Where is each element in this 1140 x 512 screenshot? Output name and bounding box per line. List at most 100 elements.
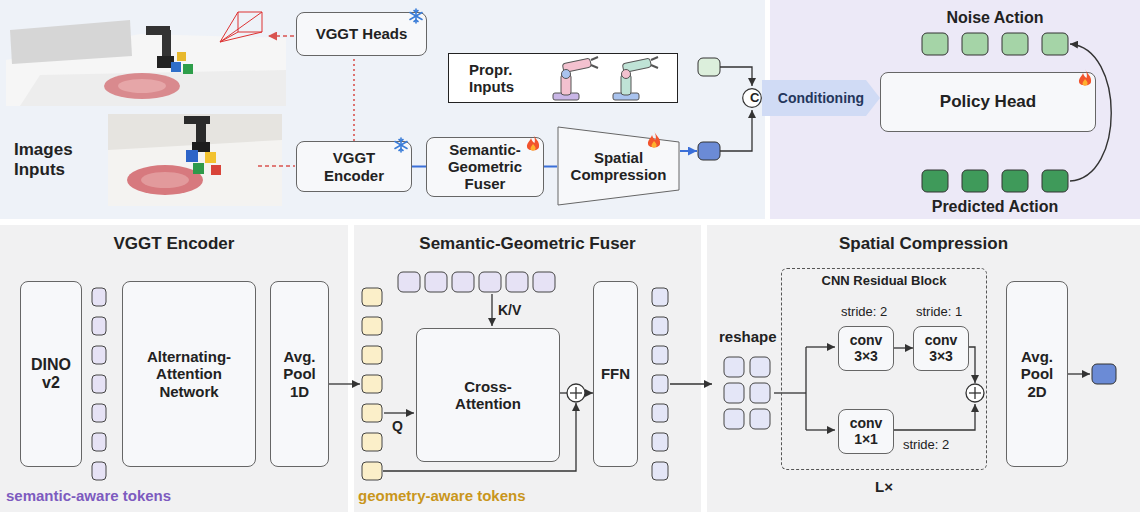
port-label: K/V [498,302,521,319]
block-group: CNN Residual Blockconv 3×3conv 3×3conv 1… [781,268,987,470]
connector [894,347,913,348]
panel-ground [0,0,765,219]
semantic-token [425,272,447,292]
camera-photo [127,165,203,195]
row-label: Noise Action [946,8,1043,27]
detail-panel: VGGT EncoderDINO v2 Alternating-Attention… [0,225,348,512]
node-text: C [750,91,754,106]
flow-arrow [560,392,567,393]
port-label: Q [392,418,403,435]
node-text: conv 1×1 [845,415,887,447]
flow-arrow [1068,373,1090,374]
point-cloud-render [183,64,193,74]
semantic-token [398,272,420,292]
node-text: Avg. Pool 1D [277,348,322,400]
frozen-module-box: VGGT Encoder [296,141,412,192]
token [698,142,720,160]
conv-box: conv 3×3 [913,326,969,371]
edge-label: Conditioning [778,90,864,107]
flow-arrow [805,347,806,430]
semantic-token [92,317,106,335]
semantic-token [452,272,474,292]
fused-token [750,357,770,377]
geometry-token [362,317,382,335]
panel-heading: Spatial Compression [839,234,1008,254]
frozen-icon [393,137,409,153]
node-text: Policy Head [940,92,1036,112]
row-label: Predicted Action [932,197,1059,216]
fused-token [652,288,770,480]
stride-label: stride: 2 [903,437,949,453]
camera-photo [205,152,216,163]
panel-ground [0,225,348,512]
sum-symbol [974,387,975,399]
action-token [1042,33,1068,55]
conv-box: conv 1×1 [838,409,894,454]
panel-heading: Semantic-Geometric Fuser [419,234,635,254]
point-cloud-render [104,73,180,99]
camera-photo [211,165,221,175]
flow-arrow [329,383,360,384]
geometry-token [362,288,382,306]
fused-token [724,409,744,429]
fused-token [750,383,770,403]
frozen-module-box: VGGT Heads [296,12,427,56]
node-text: conv 3×3 [920,332,962,364]
point-cloud-render [220,12,262,42]
point-cloud-render [171,62,181,72]
node-text: Semantic-Geometric Fuser [433,141,537,193]
semantic-token [92,433,106,451]
fused-token [652,288,668,306]
camera-photo [108,114,282,206]
flow-arrow [329,294,1090,471]
fused-token [652,404,668,422]
flow-arrow [670,383,712,384]
flow-arrow [680,150,697,152]
semantic-token [92,375,106,393]
action-token [1002,170,1028,192]
detail-panel: Spatial CompressionCNN Residual Blockcon… [707,225,1140,512]
repeat-label: L× [875,478,893,496]
render-arrow [268,35,294,37]
concat-circle: C [742,88,762,108]
node-text: DINO v2 [27,356,75,393]
point-cloud-render [6,12,286,106]
point-cloud-render [10,20,132,64]
flow-arrow [585,392,593,393]
block-arrow [762,80,880,116]
action-token [1002,33,1028,55]
flow-arrow [806,429,835,430]
node-text: VGGT Encoder [303,149,405,184]
module-box: DINO v2 [20,281,82,467]
render-arrow [258,165,295,167]
token [698,58,720,76]
action-token [922,33,948,55]
fused-token [652,375,668,393]
point-cloud-render [162,30,171,60]
trainable-icon [525,133,541,152]
connector [544,166,557,168]
node-text: Spatial Compression [565,149,672,184]
trainable-module-box: Semantic-Geometric Fuser [426,137,544,197]
connector [353,56,355,141]
module-box: Cross-Attention [416,328,560,462]
flow-arrow [806,346,835,347]
fused-token [652,317,668,335]
input-label: Images Inputs [14,140,78,181]
token-caption: geometry-aware tokens [358,487,526,505]
token-caption: semantic-aware tokens [6,487,171,505]
sum-symbol [966,384,984,402]
output-token [1092,364,1116,384]
flow-arrow [720,110,752,151]
module-box: Alternating-Attention Network [122,281,256,467]
detail-panel: Semantic-Geometric FuserCross-AttentionF… [354,225,701,512]
action-token [962,33,988,55]
point-cloud-render [220,12,238,42]
flow-arrow [893,404,975,430]
flow-arrow [968,347,975,383]
compression-trapezoid: Spatial Compression [557,126,680,206]
panel-heading: VGGT Encoder [114,234,235,254]
geometry-token [362,433,382,451]
output-token [1092,364,1116,384]
